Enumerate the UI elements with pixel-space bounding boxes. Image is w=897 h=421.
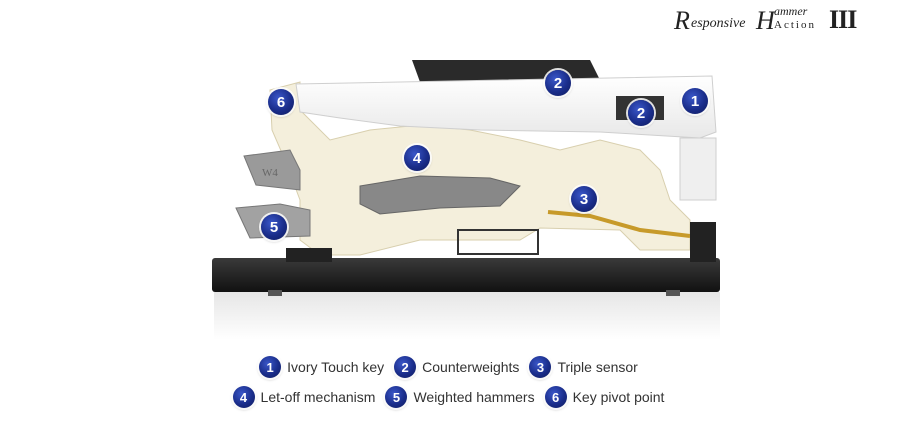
callout-badge-4: 4 bbox=[404, 145, 430, 171]
legend-row-1: 1 Ivory Touch key 2 Counterweights 3 Tri… bbox=[0, 356, 897, 378]
legend-badge-3: 3 bbox=[529, 356, 552, 378]
legend-item-1: 1 Ivory Touch key bbox=[259, 356, 384, 378]
callout-badge-5: 5 bbox=[261, 214, 287, 240]
legend-badge-2: 2 bbox=[394, 356, 417, 378]
sensor-block bbox=[690, 222, 716, 262]
weighted-hammer-upper bbox=[243, 149, 301, 191]
legend-label-6: Key pivot point bbox=[572, 389, 665, 405]
legend-item-3: 3 Triple sensor bbox=[529, 356, 638, 378]
key-front-cap bbox=[679, 137, 717, 201]
legend-label-1: Ivory Touch key bbox=[287, 359, 385, 375]
legend-item-2: 2 Counterweights bbox=[394, 356, 519, 378]
callout-badge-3: 3 bbox=[571, 186, 597, 212]
legend-item-5: 5 Weighted hammers bbox=[385, 386, 535, 408]
logo-word-ammer: ammer bbox=[774, 4, 808, 18]
legend-badge-5: 5 bbox=[385, 386, 408, 408]
base-frame bbox=[212, 258, 720, 292]
callout-badge-2-side: 2 bbox=[628, 100, 654, 126]
legend-label-2: Counterweights bbox=[422, 359, 520, 375]
legend-label-3: Triple sensor bbox=[557, 359, 638, 375]
callout-badge-1: 1 bbox=[682, 88, 708, 114]
legend-row-2: 4 Let-off mechanism 5 Weighted hammers 6… bbox=[0, 386, 897, 408]
let-off-mechanism bbox=[359, 175, 521, 215]
callout-badge-2-top: 2 bbox=[545, 70, 571, 96]
logo-letter-h: H bbox=[756, 6, 775, 35]
legend-label-4: Let-off mechanism bbox=[260, 389, 376, 405]
logo-letter-r: R bbox=[674, 6, 690, 35]
legend-item-6: 6 Key pivot point bbox=[544, 386, 665, 408]
key-action-diagram: W4 6 2 2 1 4 3 5 bbox=[212, 60, 720, 340]
ivory-touch-key bbox=[295, 75, 717, 139]
legend-badge-6: 6 bbox=[544, 386, 567, 408]
legend-badge-4: 4 bbox=[232, 386, 255, 408]
base-foot-right bbox=[666, 290, 680, 296]
callout-badge-6: 6 bbox=[268, 89, 294, 115]
legend-label-5: Weighted hammers bbox=[413, 389, 535, 405]
base-reflection bbox=[214, 292, 720, 340]
base-foot-left bbox=[268, 290, 282, 296]
logo-word-action: Action bbox=[774, 19, 816, 31]
responsive-hammer-action-logo: R esponsive H ammer Action III bbox=[674, 2, 859, 36]
logo-numeral: III bbox=[829, 5, 857, 34]
triple-sensor-strip bbox=[547, 210, 691, 238]
legend-item-4: 4 Let-off mechanism bbox=[232, 386, 376, 408]
logo-word-esponsive: esponsive bbox=[691, 16, 746, 31]
pivot-bracket bbox=[286, 248, 332, 262]
hammer-engraving: W4 bbox=[262, 167, 278, 179]
rail-frame bbox=[457, 229, 539, 255]
legend-badge-1: 1 bbox=[259, 356, 282, 378]
key-action-illustration: W4 bbox=[212, 60, 720, 340]
